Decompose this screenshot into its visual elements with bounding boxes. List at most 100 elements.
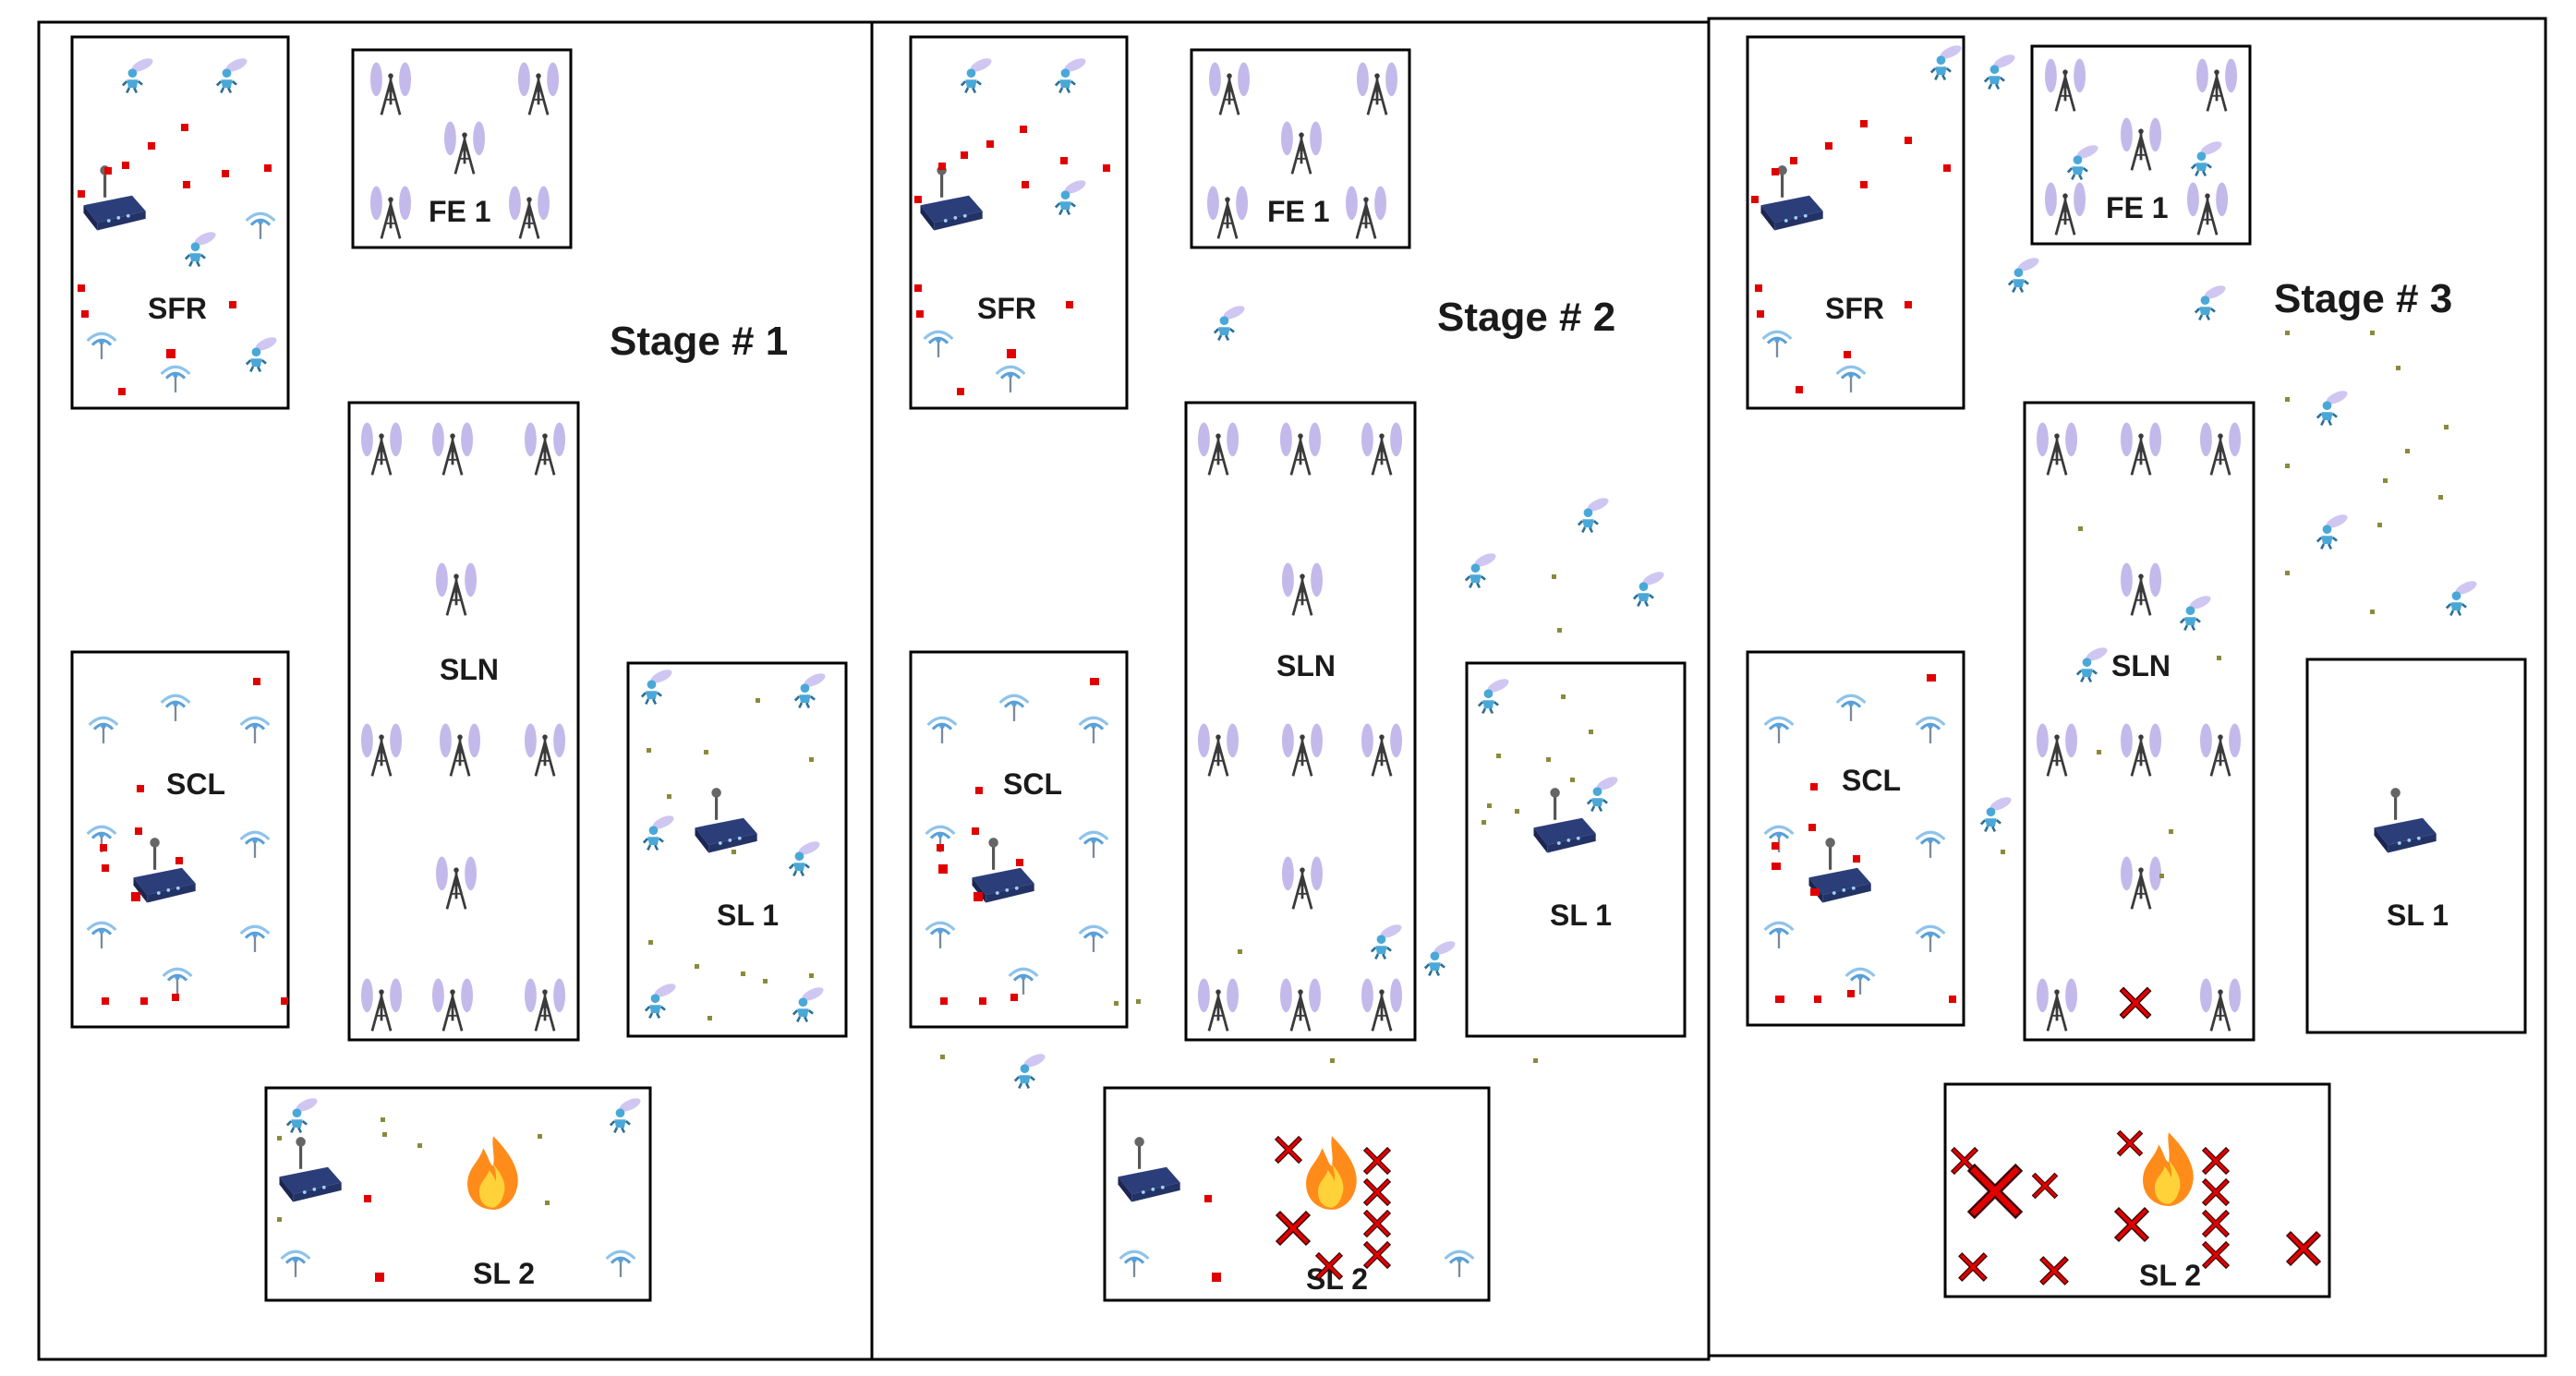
mobile-user-icon xyxy=(2190,138,2225,177)
mobile-user-icon xyxy=(609,1094,644,1134)
mobile-user-icon xyxy=(788,838,823,877)
failed-node-x-icon xyxy=(1967,1164,2023,1219)
mobile-user-icon xyxy=(1423,937,1458,977)
zone-box-sln xyxy=(2023,401,2256,1042)
tower-icon xyxy=(2119,855,2163,911)
failed-node-x-icon xyxy=(2114,1207,2149,1242)
mobile-user-icon xyxy=(215,54,250,94)
tower-icon xyxy=(1344,185,1388,240)
tower-icon xyxy=(2035,977,2079,1032)
olive-packet-dots xyxy=(647,698,814,1020)
mobile-user-icon xyxy=(792,984,827,1023)
fire-icon xyxy=(467,1136,518,1210)
wifi-antenna-icon xyxy=(1915,830,1946,860)
tower-icon xyxy=(2119,561,2163,617)
tower-icon xyxy=(523,977,567,1032)
failed-node-x-icon xyxy=(1276,1211,1311,1246)
wifi-antenna-icon xyxy=(1915,924,1946,954)
tower-icon xyxy=(1360,722,1404,778)
wifi-antenna-icon xyxy=(1835,694,1867,723)
tower-icon xyxy=(1196,722,1240,778)
wifi-antenna-icon xyxy=(160,365,191,394)
mobile-user-icon xyxy=(285,1094,320,1134)
fire-icon xyxy=(2143,1132,2194,1206)
wifi-antenna-icon xyxy=(1078,924,1109,954)
zone-label-sl2: SL 2 xyxy=(1306,1262,1368,1296)
wifi-antenna-icon xyxy=(1761,330,1793,359)
wifi-antenna-icon xyxy=(86,332,117,361)
mobile-user-icon xyxy=(1586,773,1621,813)
mobile-user-icon xyxy=(2066,141,2101,181)
gateway-router-icon xyxy=(918,163,985,233)
mobile-user-icon xyxy=(2445,577,2480,617)
tower-icon xyxy=(359,977,404,1032)
wifi-antenna-icon xyxy=(1835,365,1867,394)
tower-icon xyxy=(1196,977,1240,1032)
mobile-user-icon xyxy=(121,54,156,94)
wifi-antenna-icon xyxy=(1078,716,1109,745)
tower-icon xyxy=(507,185,551,240)
zone-box-sfr xyxy=(70,35,290,410)
mobile-user-icon xyxy=(1983,51,2018,91)
zone-label-fe1: FE 1 xyxy=(429,195,491,228)
zone-label-sl1: SL 1 xyxy=(2387,899,2449,932)
failed-node-x-icon xyxy=(2119,986,2152,1020)
tower-icon xyxy=(1278,977,1323,1032)
wifi-antenna-icon xyxy=(160,694,191,723)
red-packet-dots xyxy=(914,126,1110,395)
olive-packet-dots xyxy=(2001,331,2449,878)
zone-label-sl1: SL 1 xyxy=(1550,899,1612,932)
zone-box-fe1 xyxy=(351,48,573,249)
zone-box-sl1 xyxy=(2305,658,2527,1034)
wifi-antenna-icon xyxy=(239,716,271,745)
gateway-router-icon xyxy=(2372,786,2438,855)
mobile-user-icon xyxy=(640,666,675,706)
tower-icon xyxy=(2195,57,2239,113)
wifi-antenna-icon xyxy=(926,716,958,745)
fire-icon xyxy=(1306,1136,1357,1210)
zone-label-sfr: SFR xyxy=(1825,292,1884,325)
wifi-antenna-icon xyxy=(995,365,1026,394)
failed-node-x-icon xyxy=(1363,1241,1391,1269)
wifi-antenna-icon xyxy=(923,330,954,359)
failed-node-x-icon xyxy=(2202,1147,2230,1175)
mobile-user-icon xyxy=(644,980,679,1020)
zone-label-sln: SLN xyxy=(2111,649,2171,682)
tower-icon xyxy=(2198,722,2243,778)
tower-icon xyxy=(430,421,475,477)
zone-label-sln: SLN xyxy=(440,653,499,686)
zone-label-sln: SLN xyxy=(1276,649,1336,682)
wifi-antenna-icon xyxy=(239,830,271,860)
mobile-user-icon xyxy=(2007,254,2042,294)
mobile-user-icon xyxy=(1054,176,1089,216)
stage-3: Stage # 3 SFR FE 1 SLN SCL SL 1 SL 2 xyxy=(1746,35,2527,1298)
zone-label-sfr: SFR xyxy=(148,292,207,325)
mobile-user-icon xyxy=(1013,1050,1048,1090)
failed-node-x-icon xyxy=(2031,1172,2059,1200)
mobile-user-icon xyxy=(2316,511,2351,550)
gateway-router-icon xyxy=(277,1135,344,1204)
red-packet-dots xyxy=(1772,674,1956,1003)
tower-icon xyxy=(359,421,404,477)
stage-title: Stage # 3 xyxy=(2274,276,2452,321)
gateway-router-icon xyxy=(1116,1135,1182,1204)
gateway-router-icon xyxy=(1531,786,1598,855)
mobile-user-icon xyxy=(1213,302,1248,342)
wifi-antenna-icon xyxy=(162,967,193,996)
stage-panel xyxy=(1707,17,2547,1358)
failed-node-x-icon xyxy=(1958,1252,1988,1282)
zone-box-sl2 xyxy=(1943,1082,2331,1298)
tower-icon xyxy=(2119,722,2163,778)
tower-icon xyxy=(2043,57,2087,113)
zone-label-sl2: SL 2 xyxy=(2139,1259,2201,1292)
red-packet-dots xyxy=(78,124,272,395)
mobile-user-icon xyxy=(1477,675,1512,715)
mobile-user-icon xyxy=(1929,42,1965,81)
tower-icon xyxy=(2198,421,2243,477)
zone-label-scl: SCL xyxy=(1003,767,1062,801)
failed-node-x-icon xyxy=(2286,1231,2321,1266)
wifi-antenna-icon xyxy=(1119,1249,1150,1279)
tower-icon xyxy=(523,421,567,477)
mobile-user-icon xyxy=(184,228,219,268)
failed-node-x-icon xyxy=(2202,1241,2230,1269)
